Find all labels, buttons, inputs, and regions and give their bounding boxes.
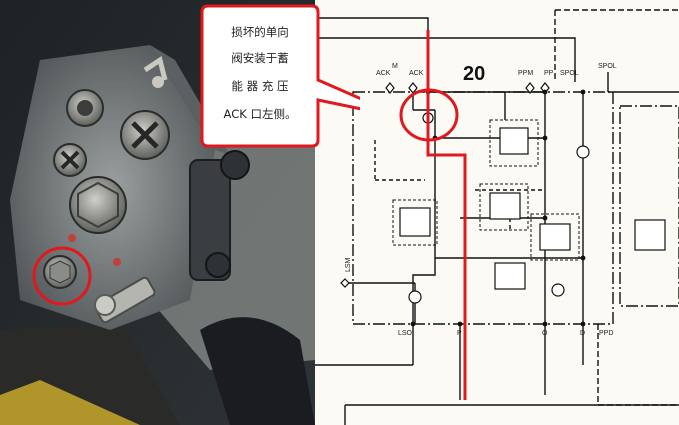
junction-9: [457, 321, 463, 327]
port-ppm-diamond: [525, 82, 535, 94]
check-valve-o: [551, 283, 565, 297]
worker-boot: [200, 317, 315, 425]
label-ack: ACK: [409, 70, 424, 77]
side-port-bottom: [205, 252, 231, 278]
bracket-bolt: [152, 76, 164, 88]
manifold-side-fitting: [189, 159, 231, 281]
label-spol: SPOL: [560, 70, 579, 77]
check-valve-spol: [576, 145, 590, 159]
port-lsm-diamond: [340, 278, 350, 288]
label-spol-right: SPOL: [598, 63, 617, 70]
check-valve-lsm: [408, 290, 422, 304]
large-hex-outline: [77, 181, 119, 229]
relief-valve-3: [539, 223, 571, 251]
label-ppm: PPM: [518, 70, 533, 77]
plug-top-left-center: [77, 100, 93, 116]
highlight-path: [426, 30, 467, 400]
junction-6: [542, 215, 548, 221]
side-port-top: [220, 150, 250, 180]
plug-cross-mark: [131, 121, 159, 149]
red-marker-dot-2: [113, 258, 121, 266]
label-lso: LSO: [398, 330, 413, 337]
red-marker-dot: [68, 234, 76, 242]
label-d: D: [580, 330, 585, 337]
connector-cap: [94, 294, 116, 316]
callout-line-2: 阀安装于蓄: [231, 51, 289, 65]
hydraulic-schematic: 20 ACK M ACK PPM PP SPOL SPOL LSO P O D …: [315, 0, 679, 425]
label-ack-m: ACK: [376, 70, 391, 77]
pressure-reducer-left: [399, 207, 431, 237]
junction-2: [542, 89, 548, 95]
photo-highlight-circle: [32, 246, 92, 306]
label-p: P: [457, 330, 462, 337]
label-m: M: [392, 63, 398, 70]
bracket-clip: [143, 55, 168, 81]
callout-bubble: 损坏的单向 阀安装于蓄 能 器 充 压 ACK 口左侧。: [200, 4, 360, 148]
label-o: O: [542, 330, 548, 337]
plug-cross-small-mark: [60, 150, 80, 170]
callout-line-1: 损坏的单向: [231, 25, 289, 39]
junction-5: [542, 135, 548, 141]
junction-11: [580, 321, 586, 327]
adjacent-block-outline: [619, 105, 679, 307]
line-top-spol: [315, 37, 576, 82]
valve-1-dash-box: [489, 119, 539, 167]
schematic-highlight-circle: [399, 88, 459, 142]
junction-8: [410, 321, 416, 327]
label-ppd: PPD: [599, 330, 613, 337]
callout-shape: [200, 4, 360, 148]
relief-valve-4: [494, 262, 526, 290]
label-lsm: LSM: [345, 257, 352, 272]
relief-valve-2: [489, 192, 521, 220]
junction-7: [580, 255, 586, 261]
check-valve-hex: [49, 260, 71, 284]
callout-line-3: 能 器 充 压: [232, 79, 289, 93]
junction-3: [580, 89, 586, 95]
junction-10: [542, 321, 548, 327]
block-number-label: 20: [463, 63, 485, 85]
port-ack-m-diamond: [385, 82, 395, 94]
valve-2-dash-box: [479, 183, 529, 231]
label-pp: PP: [544, 70, 554, 77]
valve-3-dash-box: [530, 213, 580, 261]
yellow-floor-marking: [0, 380, 140, 425]
adjacent-valve: [634, 219, 666, 251]
relief-valve-1: [499, 127, 529, 155]
valve-left-dash-box: [392, 199, 438, 246]
callout-line-4: ACK 口左侧。: [224, 107, 297, 121]
